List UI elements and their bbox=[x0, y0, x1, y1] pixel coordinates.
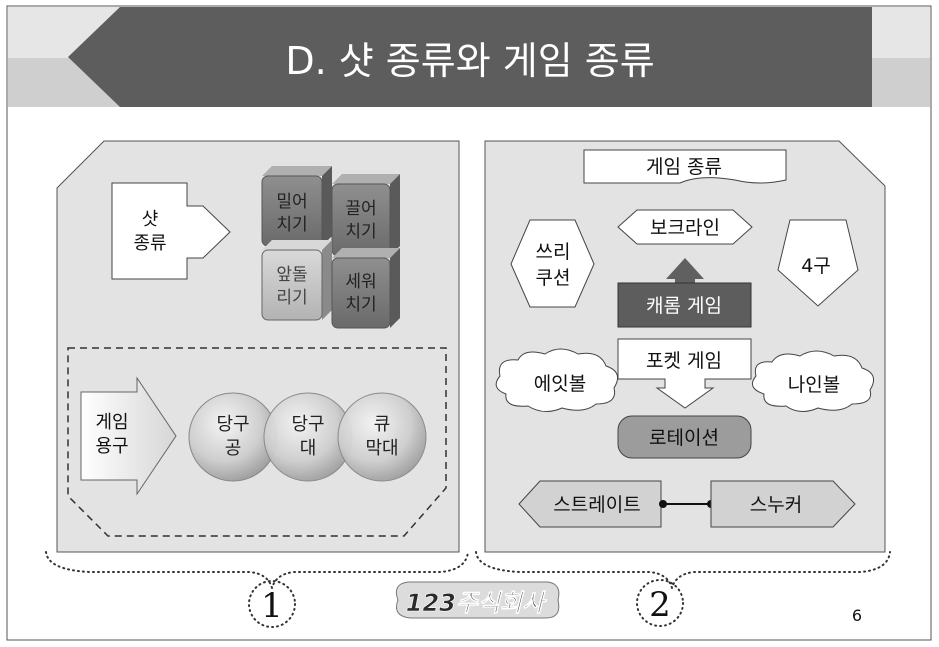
right-panel: 게임 종류 보크라인 쓰리 쿠션 4구 캐롬 게임 포켓 게임 bbox=[485, 141, 885, 552]
game-types-header-label: 게임 종류 bbox=[646, 156, 722, 178]
four-ball-label: 4구 bbox=[801, 255, 831, 277]
shot-1-line-2: 치기 bbox=[276, 215, 307, 235]
shot-4-line-1: 세워 bbox=[345, 272, 376, 292]
game-types-header: 게임 종류 bbox=[584, 150, 786, 183]
tool-2-line-2: 대 bbox=[300, 438, 317, 459]
snooker-shape: 스누커 bbox=[711, 481, 855, 527]
bokeu-line-label: 보크라인 bbox=[650, 217, 720, 239]
shot-type-label-1: 샷 bbox=[142, 209, 159, 230]
marker-2-label: 2 bbox=[649, 585, 671, 625]
marker-1-label: 1 bbox=[261, 586, 283, 626]
bokeu-line-shape: 보크라인 bbox=[618, 210, 752, 244]
left-panel: 샷 종류 밀어 치기 끌어 치기 bbox=[57, 141, 459, 552]
three-cushion-label-2: 쿠션 bbox=[536, 267, 571, 289]
shot-2-line-1: 끌어 bbox=[345, 199, 376, 219]
title-bar: D. 샷 종류와 게임 종류 bbox=[8, 7, 930, 107]
three-cushion-label-1: 쓰리 bbox=[536, 241, 571, 263]
page-number: 6 bbox=[852, 606, 862, 625]
snooker-label: 스누커 bbox=[750, 494, 802, 516]
company-logo-text: 123주식회사 bbox=[406, 589, 547, 617]
company-logo: 123주식회사 bbox=[396, 582, 559, 618]
tool-balls: 당구 공 당구 대 큐 막대 bbox=[189, 393, 426, 481]
shot-cubes: 밀어 치기 끌어 치기 앞돌 리기 bbox=[262, 166, 400, 328]
shot-2-line-2: 치기 bbox=[345, 222, 376, 242]
carom-game-shape: 캐롬 게임 bbox=[618, 283, 751, 327]
rotation-label: 로테이션 bbox=[649, 427, 719, 449]
eight-ball-label: 에잇볼 bbox=[534, 373, 586, 395]
tool-2-line-1: 당구 bbox=[291, 414, 324, 435]
rotation-shape: 로테이션 bbox=[618, 416, 751, 458]
nine-ball-label: 나인볼 bbox=[788, 374, 840, 396]
shot-1-line-1: 밀어 bbox=[276, 192, 307, 212]
shot-3-line-1: 앞돌 bbox=[276, 265, 307, 285]
tool-1-line-1: 당구 bbox=[216, 414, 249, 435]
page-title: D. 샷 종류와 게임 종류 bbox=[285, 39, 654, 83]
tool-1-line-2: 공 bbox=[225, 438, 242, 459]
shot-3-line-2: 리기 bbox=[276, 288, 307, 308]
pocket-game-label: 포켓 게임 bbox=[646, 350, 722, 372]
straight-shape: 스트레이트 bbox=[519, 481, 661, 527]
tool-3-line-1: 큐 bbox=[374, 414, 391, 435]
carom-game-label: 캐롬 게임 bbox=[646, 295, 722, 317]
game-tools-label-2: 용구 bbox=[95, 436, 128, 457]
straight-label: 스트레이트 bbox=[553, 494, 640, 516]
shot-type-label-2: 종류 bbox=[133, 233, 166, 254]
game-tools-label-1: 게임 bbox=[95, 412, 128, 433]
tool-3-line-2: 막대 bbox=[365, 438, 398, 459]
shot-4-line-2: 치기 bbox=[345, 295, 376, 315]
